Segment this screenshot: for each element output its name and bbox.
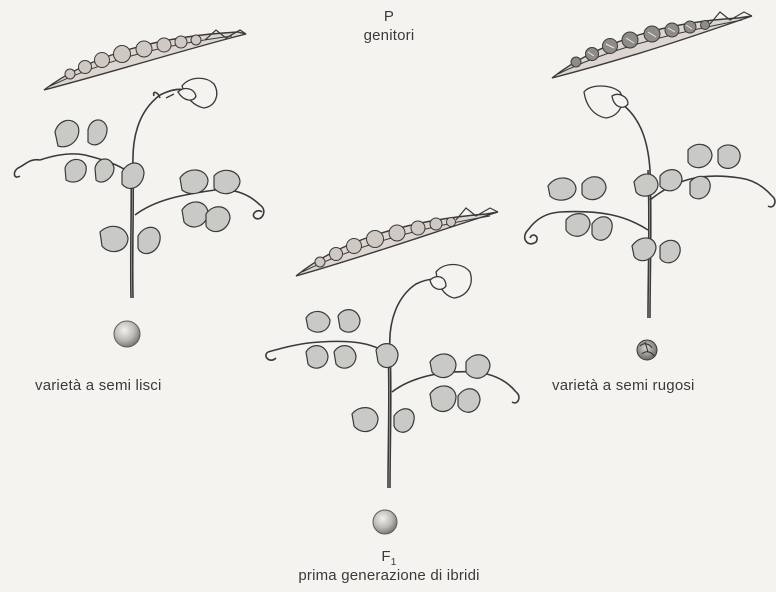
left-variety-label: varietà a semi lisci — [35, 377, 162, 394]
hybrid-plant — [266, 208, 519, 488]
left-smooth-seed — [114, 321, 140, 347]
parent-generation-label: genitori — [364, 27, 415, 44]
right-parent-plant — [525, 12, 775, 318]
left-flower — [166, 78, 217, 108]
hybrid-generation-symbol: F1 — [381, 548, 396, 568]
right-variety-label: varietà a semi rugosi — [552, 377, 695, 394]
right-wrinkled-seed — [637, 340, 657, 360]
right-flower — [584, 86, 628, 118]
right-pod — [552, 12, 752, 78]
left-parent-plant — [14, 30, 263, 298]
left-pod — [44, 30, 246, 90]
hybrid-stem — [266, 279, 519, 488]
hybrid-smooth-seed — [373, 510, 397, 534]
right-stem — [525, 104, 775, 318]
hybrid-generation-letter: F — [381, 548, 390, 565]
hybrid-pod — [296, 208, 498, 276]
right-leaves — [548, 144, 740, 262]
hybrid-flower — [430, 265, 471, 299]
left-leaves — [55, 120, 240, 254]
hybrid-generation-label: prima generazione di ibridi — [298, 567, 479, 584]
parent-generation-symbol: P — [384, 8, 394, 25]
